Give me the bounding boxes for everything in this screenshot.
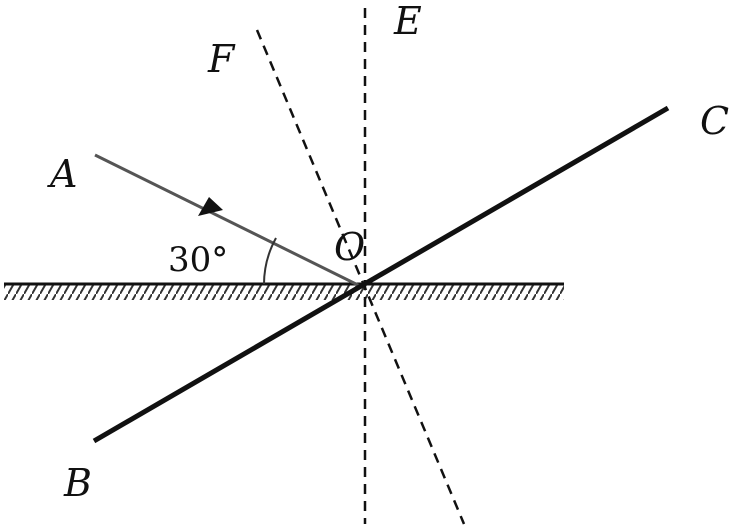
angle-label: 30° [168,240,228,280]
label-f: F [207,37,236,81]
line-bc [92,105,670,444]
dashed-line-f [255,29,466,525]
label-o: O [334,225,365,269]
ray-arrowhead [198,197,223,216]
label-e: E [393,0,422,43]
angle-arc [263,237,277,285]
label-c: C [700,99,729,143]
label-a: A [47,152,77,196]
label-b: B [63,461,92,505]
ground-hatching [4,284,564,300]
ray-ao [94,153,361,288]
